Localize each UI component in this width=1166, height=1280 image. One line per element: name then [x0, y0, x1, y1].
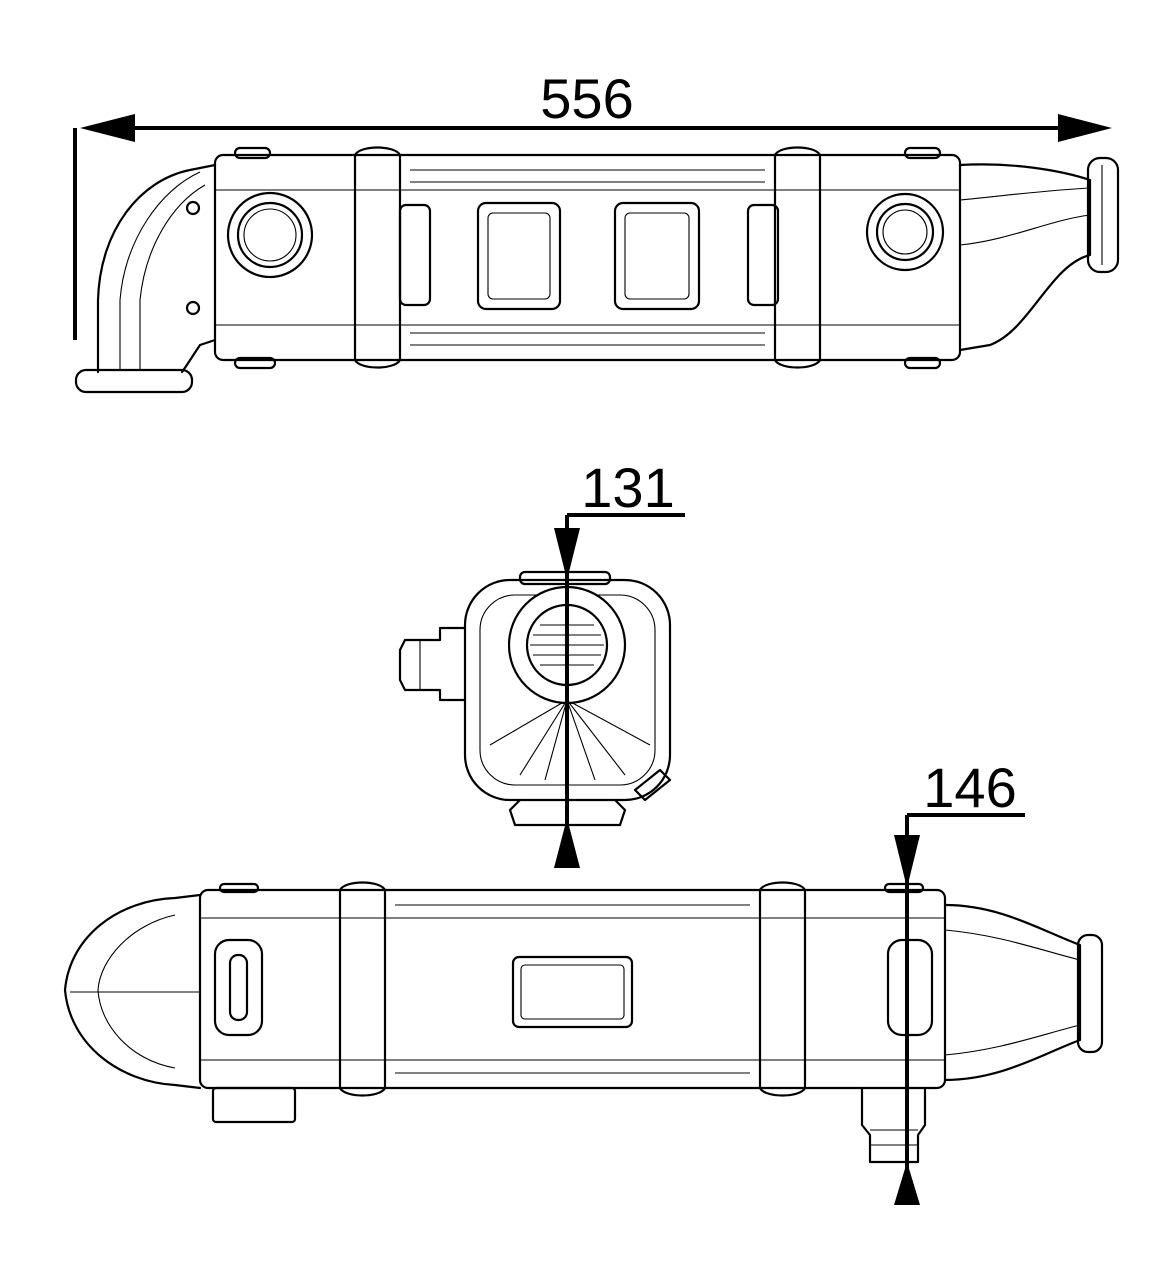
window: [476, 201, 562, 311]
outlet-cone: [943, 903, 1082, 1082]
elbow-contour: [139, 184, 206, 370]
cone-contour: [959, 214, 1091, 246]
rib-right: [773, 146, 822, 369]
elbow-contour: [119, 171, 201, 370]
end-radial-lines: [489, 699, 651, 781]
window-inner: [624, 212, 690, 300]
cone-contour: [944, 929, 1081, 961]
slot: [213, 938, 264, 1037]
window-inner: [520, 964, 625, 1020]
dimension-label-556: 556: [540, 67, 633, 130]
window: [613, 201, 701, 311]
slot-inner: [228, 953, 249, 1022]
drain-nozzle: [633, 768, 672, 802]
dimension-label-131: 131: [581, 456, 674, 519]
rib-left: [353, 146, 402, 369]
outlet-flange: [1086, 156, 1120, 274]
cone-contour: [959, 187, 1091, 201]
lug: [233, 146, 272, 160]
lug: [903, 356, 942, 370]
lug: [883, 882, 925, 894]
window-inner: [487, 212, 551, 300]
elbow-pipe-inner: [180, 338, 217, 374]
lug: [233, 356, 277, 370]
bottom-nozzle: [860, 1086, 927, 1164]
coolant-port-bore: [882, 209, 928, 255]
length-dimension: 556: [73, 67, 1112, 340]
coolant-port: [865, 192, 945, 272]
lug: [218, 882, 260, 894]
side-window: [746, 203, 780, 307]
dome-contour: [97, 914, 176, 1069]
rib-right: [758, 881, 807, 1097]
slot: [886, 938, 934, 1037]
width-dimension: 131: [554, 456, 685, 868]
outlet-flange: [1076, 933, 1104, 1054]
rib-left: [338, 881, 387, 1097]
arrow-right-icon: [1058, 114, 1112, 142]
arrow-up-icon: [894, 1162, 920, 1205]
cooler-body: [198, 888, 947, 1090]
inlet-dome: [63, 893, 202, 1090]
elbow-pipe-outer: [96, 163, 217, 374]
lug: [903, 146, 942, 160]
arrow-up-icon: [554, 818, 580, 868]
bottom-view: 146: [63, 756, 1104, 1205]
side-nozzle: [398, 626, 467, 702]
coolant-port-bore: [243, 208, 297, 262]
coolant-port: [226, 191, 314, 279]
window: [511, 955, 634, 1029]
bottom-nozzle: [211, 1086, 297, 1124]
arrow-left-icon: [80, 114, 135, 142]
coolant-port-inner: [236, 201, 304, 269]
arrow-down-icon: [894, 835, 920, 888]
elbow-flange: [74, 368, 194, 394]
end-view: 131: [398, 456, 685, 868]
coolant-port-inner: [875, 202, 935, 262]
top-view: 556: [73, 67, 1120, 394]
bolt: [185, 200, 201, 216]
height-dimension: 146: [894, 756, 1025, 1205]
side-window: [398, 203, 432, 307]
cone-contour: [944, 1024, 1081, 1056]
outlet-cone: [958, 163, 1092, 352]
arrow-down-icon: [554, 528, 580, 580]
cooler-body: [213, 153, 962, 362]
dimension-label-146: 146: [923, 756, 1016, 819]
bolt: [185, 300, 201, 316]
